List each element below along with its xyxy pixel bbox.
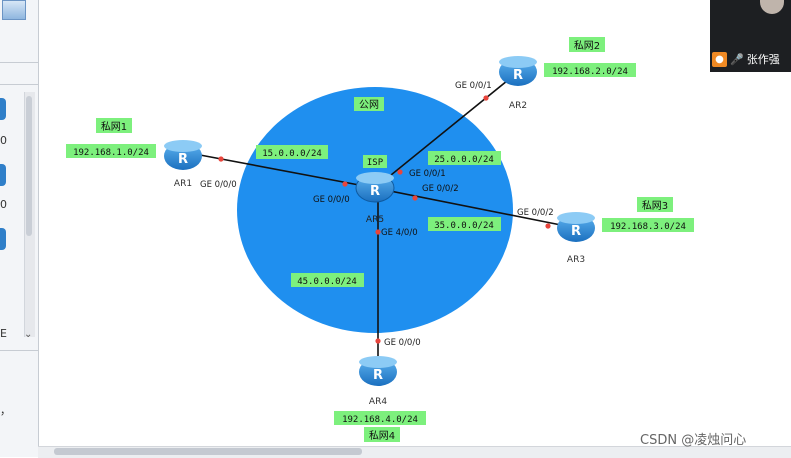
device-router-icon[interactable] [0,228,6,250]
port-dot [412,195,418,201]
router-r-icon: R [373,368,383,383]
presenter-name: 张作强 [746,53,780,66]
router-label-ar2: AR2 [509,101,527,111]
router-label-ar5: AR5 [366,215,384,225]
panel-divider [0,84,38,85]
public-network-cloud [237,87,513,333]
app-icon[interactable] [2,0,26,20]
router-ar4[interactable]: R [359,356,397,386]
label-bg [354,97,384,111]
router-ar3[interactable]: R [557,212,595,242]
lan-label-1: 私网1 [101,121,127,133]
link-ar5-ar2 [374,71,519,189]
net-label-15: 15.0.0.0/24 [262,149,322,159]
panel-divider [0,350,38,351]
port-dot [342,181,348,187]
cloud-label: 公网 [359,99,379,111]
lan-label-3: 私网3 [642,200,668,212]
router-label-ar4: AR4 [369,397,387,407]
user-icon: ● [712,51,727,67]
if-label-ar2: GE 0/0/1 [455,81,492,91]
port-dot [483,95,489,101]
if-label-ar1: GE 0/0/0 [200,180,237,190]
panel-digit: 0 [0,134,7,147]
if-label-ar3: GE 0/0/2 [517,208,554,218]
router-label-ar3: AR3 [567,255,585,265]
panel-text: ， [0,404,11,417]
chevron-down-icon[interactable]: ⌄ [24,329,33,340]
router-ar5[interactable]: R [355,172,395,203]
lan-label-4: 私网4 [369,430,395,442]
port-dot [375,229,381,235]
label-bg [363,155,387,168]
net-label-25: 25.0.0.0/24 [434,155,494,165]
device-router-icon[interactable] [0,164,6,186]
label-bg [637,197,673,212]
panel-digit: 0 [0,198,7,211]
label-bg [291,273,364,287]
if-label-ar4: GE 0/0/0 [384,338,421,348]
label-bg [66,144,156,158]
canvas-scroll-thumb[interactable] [54,448,362,455]
if-label-ar5-g400: GE 4/0/0 [381,228,418,238]
label-bg [96,118,132,133]
port-dot [397,169,403,175]
router-label-ar1: AR1 [174,179,192,189]
watermark: CSDN @凌烛问心 [640,433,747,448]
label-bg [544,63,636,77]
label-bg [364,427,400,442]
if-label-ar5-g001: GE 0/0/1 [409,169,446,179]
router-ar2[interactable]: R [499,56,537,86]
port-dot [375,338,381,344]
label-bg [256,145,328,159]
net-label-35: 35.0.0.0/24 [434,221,494,231]
lan-net-4: 192.168.4.0/24 [342,415,418,425]
lan-net-1: 192.168.1.0/24 [73,148,149,158]
router-ar1[interactable]: R [164,140,202,170]
presenter-name-tag: ● 🎤 张作强 [712,50,780,68]
if-label-ar5-g000: GE 0/0/0 [313,195,350,205]
label-bg [428,217,501,231]
lan-net-3: 192.168.3.0/24 [610,222,686,232]
panel-scroll-thumb[interactable] [26,96,32,236]
router-r-icon: R [571,224,581,239]
router-r-icon: R [178,152,188,167]
label-bg [334,411,426,425]
isp-label: ISP [367,158,384,168]
panel-letter: E [0,327,7,340]
router-r-icon: R [370,184,380,199]
if-label-ar5-g002: GE 0/0/2 [422,184,459,194]
port-dot [218,156,224,162]
lan-label-2: 私网2 [574,40,600,52]
device-router-icon[interactable] [0,98,6,120]
router-r-icon: R [513,68,523,83]
label-bg [428,151,501,165]
port-dot [545,223,551,229]
label-bg [602,218,694,232]
label-bg [569,37,605,52]
microphone-icon: 🎤 [730,52,744,66]
net-label-45: 45.0.0.0/24 [297,277,357,287]
panel-divider [0,62,38,63]
lan-net-2: 192.168.2.0/24 [552,67,628,77]
left-panel: 0 0 E ⌄ ， [0,0,39,457]
presenter-avatar [760,0,784,14]
link-ar5-ar3 [374,187,577,229]
